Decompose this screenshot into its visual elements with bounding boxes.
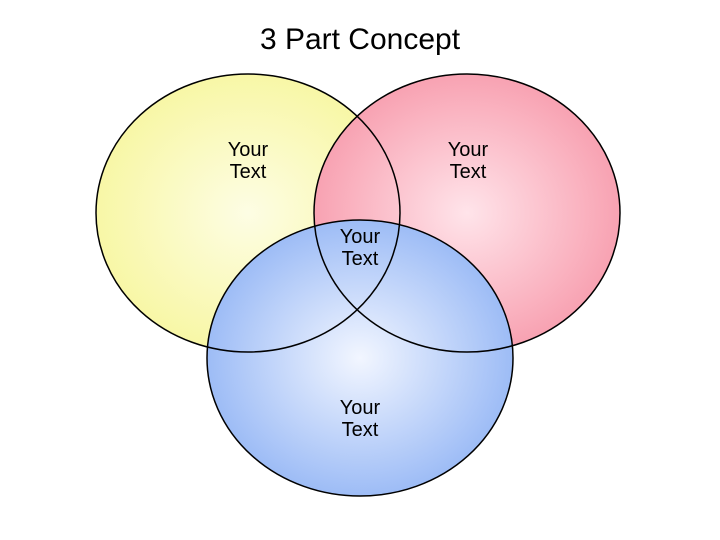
venn-outline-left [95,73,401,353]
venn-outline-right [313,73,621,353]
venn-label-left-line2: Text [230,161,267,183]
venn-label-bottom-line2: Text [342,419,379,441]
slide-title: 3 Part Concept [259,23,461,56]
venn-label-bottom-line1: Your [340,397,381,419]
venn-label-right-line1: Your [448,139,489,161]
venn-label-left: Your Text [228,139,269,183]
venn-label-right: Your Text [448,139,489,183]
venn-label-bottom: Your Text [340,397,381,441]
venn-label-center: Your Text [340,226,381,270]
venn-label-right-line2: Text [450,161,487,183]
venn-label-center-line2: Text [342,248,379,270]
venn-circle-bottom [207,220,513,496]
venn-label-center-line1: Your [340,226,381,248]
venn-label-left-line1: Your [228,139,269,161]
venn-outline-bottom [206,219,514,497]
